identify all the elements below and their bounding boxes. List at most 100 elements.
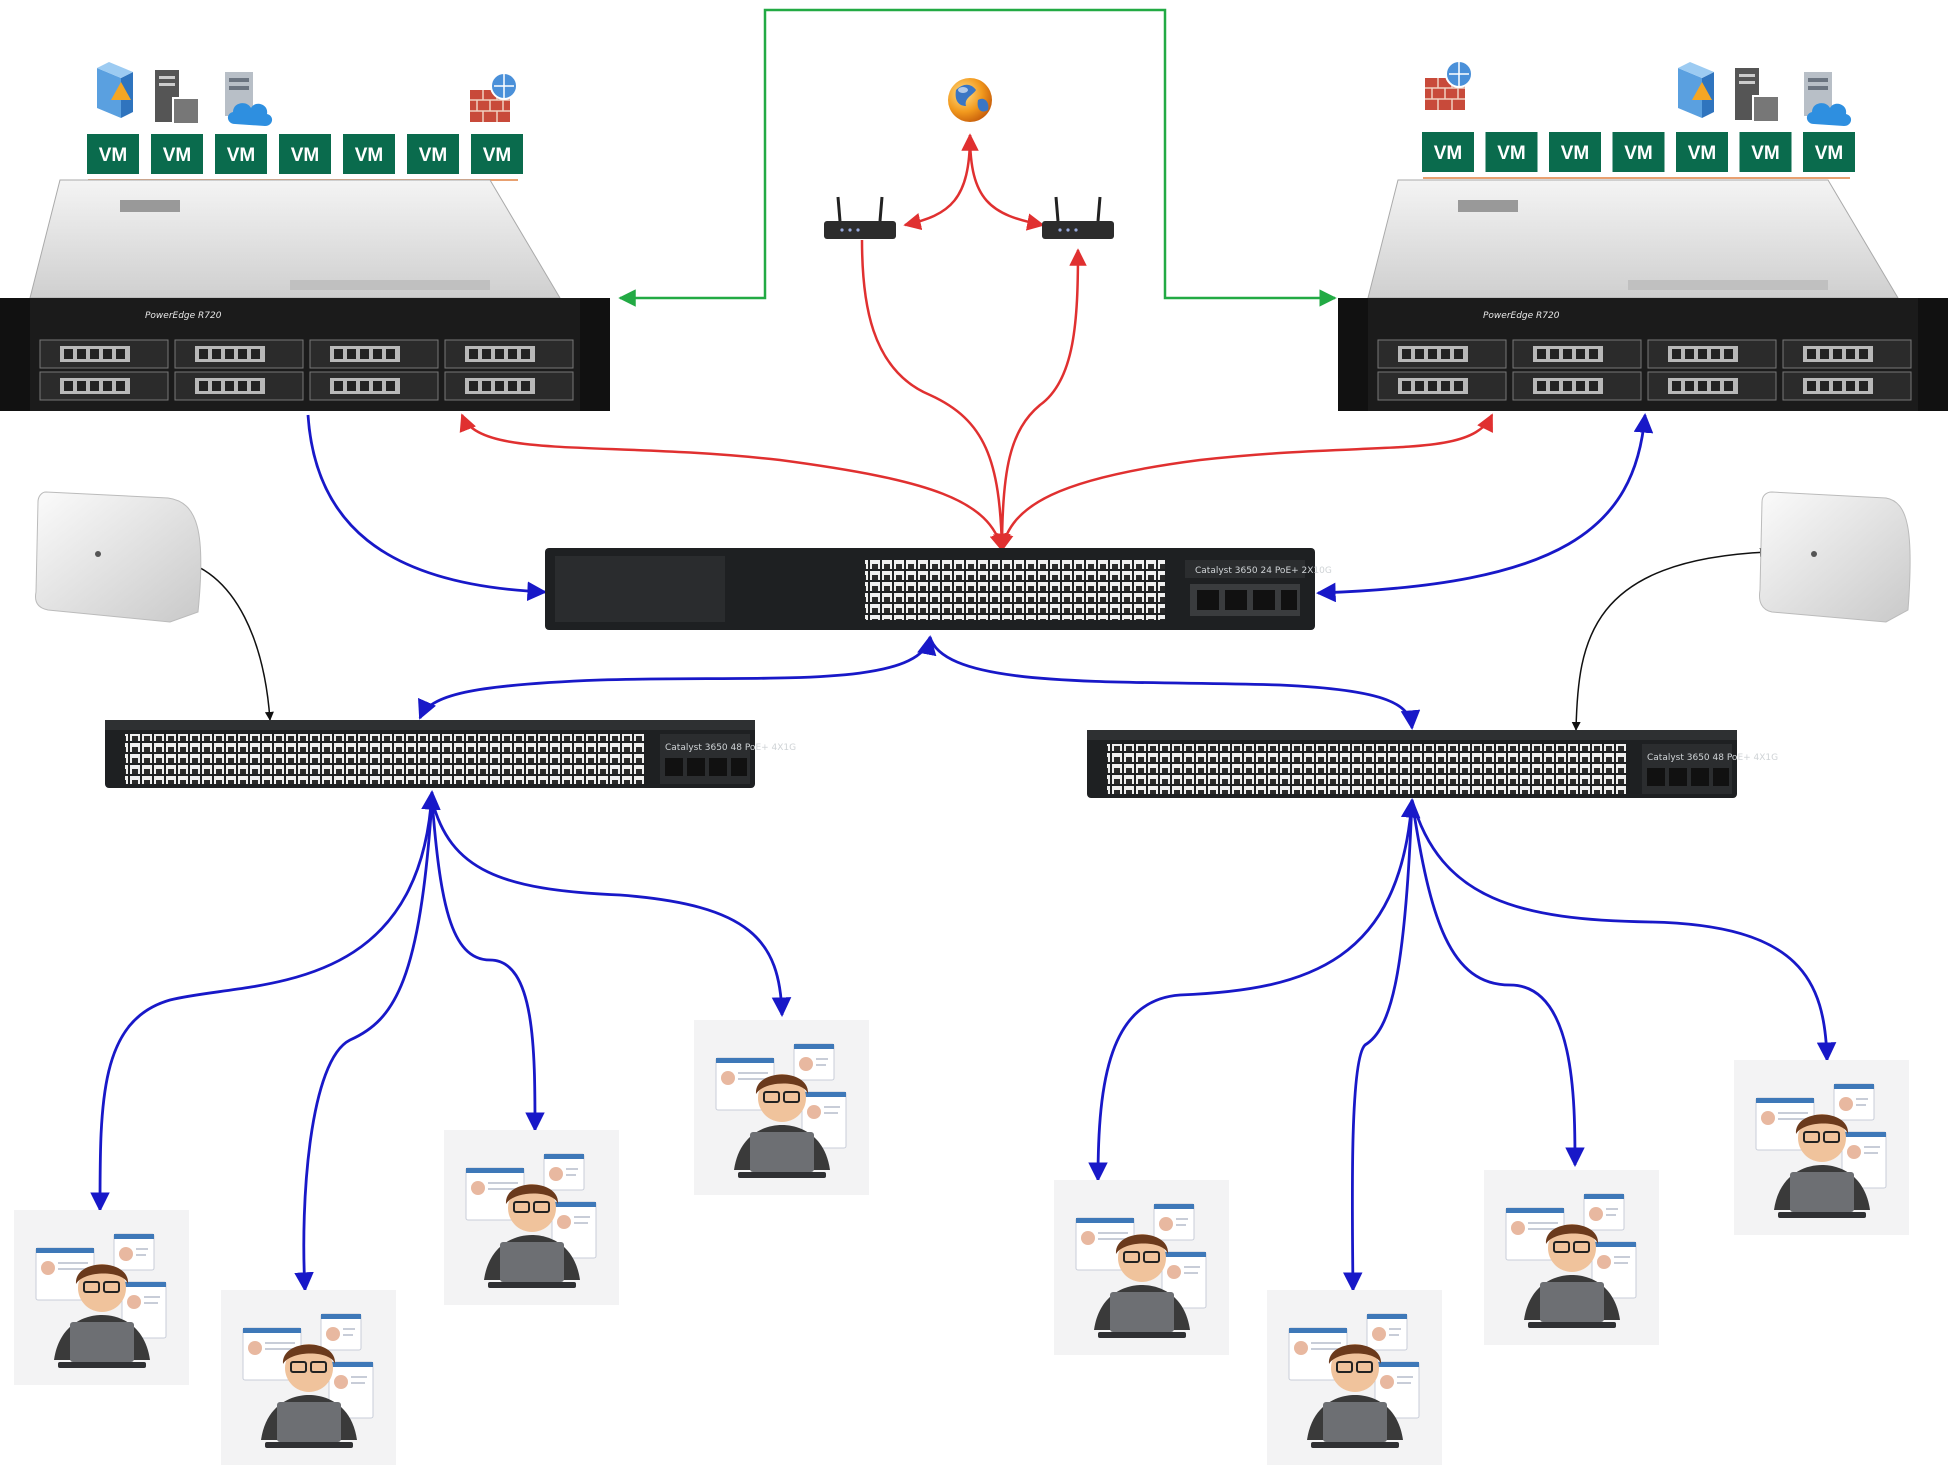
left-access-switch: Catalyst 3650 48 PoE+ 4X1G [105,720,796,788]
red-link-right-server-to-core [996,413,1494,552]
links [90,8,1837,1292]
user-laptop-icon [1054,1180,1229,1355]
core-switch-model: Catalyst 3650 24 PoE+ 2X10G [1195,566,1332,576]
link-right-access-to-user-3 [1410,799,1585,1167]
user-endpoints [14,1020,1909,1465]
right-server-model: PowerEdge R720 [1483,311,1560,321]
link-right-access-to-user-1 [1088,798,1421,1182]
vm-box: VM [1676,132,1728,172]
internet-globe-icon [948,78,992,122]
access-point-icon [1759,491,1911,623]
vm-label: VM [163,145,192,166]
vm-box: VM [1739,132,1792,172]
ap-link-right [1571,547,1769,731]
vm-label: VM [227,145,256,166]
vsphere-icon [97,62,133,118]
vm-label: VM [483,145,512,166]
drive-bay [1647,339,1777,369]
link-right-access-to-user-2 [1343,799,1414,1292]
vm-label: VM [1751,143,1780,164]
vm-label: VM [1624,143,1653,164]
vm-label: VM [419,145,448,166]
link-left-access-to-user-1 [90,790,441,1212]
link-right-access-to-user-4 [1410,799,1837,1062]
vm-box: VM [1803,132,1855,172]
link-left-access-to-user-3 [430,799,545,1132]
vm-label: VM [99,145,128,166]
user-laptop-icon [1734,1060,1909,1235]
right-server-icons [1425,60,1852,126]
link-left-access-to-user-2 [294,799,434,1292]
vm-box: VM [1422,132,1474,172]
drive-bay [444,371,574,401]
user-laptop-icon [444,1130,619,1305]
red-link-left-server-to-core [459,413,1007,552]
core-switch: Catalyst 3650 24 PoE+ 2X10G [545,548,1332,630]
vm-box: VM [151,134,203,174]
vm-label: VM [291,145,320,166]
vm-box: VM [1485,132,1538,172]
blue-link-left-server-to-core [306,414,547,602]
vm-label: VM [1434,143,1463,164]
green-link-right-arrow [1163,230,1337,307]
drive-bay [1782,339,1912,369]
right-access-switch: Catalyst 3650 48 PoE+ 4X1G [1087,730,1778,798]
vm-box: VM [343,134,395,174]
access-point-icon [35,491,202,623]
left-server-icons [97,62,518,126]
vm-box: VM [1549,132,1601,172]
drive-bay [309,371,439,401]
drive-bay [39,339,169,369]
drive-bay [1512,339,1642,369]
drive-bay [174,371,304,401]
vm-box: VM [471,134,523,174]
drive-bay [1377,371,1507,401]
router-icon [824,196,896,239]
red-link-router-left-to-core [860,239,1011,552]
vm-box: VM [87,134,139,174]
left-server: PowerEdge R720 [0,179,610,411]
server-tower-icon [155,70,200,125]
red-link-router-left-to-internet [903,133,979,231]
right-server: PowerEdge R720 [1338,179,1948,411]
vm-box: VM [279,134,331,174]
drive-bay [1377,339,1507,369]
drive-bay [1647,371,1777,401]
user-laptop-icon [694,1020,869,1195]
blue-link-core-to-right-access [928,636,1421,730]
drive-bay [1782,371,1912,401]
vm-label: VM [1497,143,1526,164]
right-server-drive-bays [1377,339,1912,401]
drive-bay [444,339,574,369]
drive-bay [309,339,439,369]
red-link-router-right-to-core [993,248,1087,552]
vm-box: VM [1612,132,1665,172]
vm-box: VM [215,134,267,174]
blue-link-core-to-left-access [418,635,937,720]
vm-label: VM [1815,143,1844,164]
drive-bay [1512,371,1642,401]
user-laptop-icon [221,1290,396,1465]
left-vm-row: VM VM VM VM VM VM VM [87,134,523,174]
cloud-server-icon [1804,72,1852,126]
right-access-switch-model: Catalyst 3650 48 PoE+ 4X1G [1647,753,1778,763]
left-server-drive-bays [39,339,574,401]
user-laptop-icon [14,1210,189,1385]
firewall-globe-icon [470,72,518,122]
user-laptop-icon [1267,1290,1442,1465]
cloud-server-icon [225,72,273,126]
user-laptop-icon [1484,1170,1659,1345]
drive-bay [39,371,169,401]
red-link-router-right-to-internet [968,134,1045,231]
drive-bay [174,339,304,369]
server-tower-icon [1735,68,1780,123]
left-access-switch-model: Catalyst 3650 48 PoE+ 4X1G [665,743,796,753]
green-link-left-arrow [618,230,767,307]
right-vm-row: VM VM VM VM VM VM VM [1422,132,1855,172]
router-icon [1042,196,1114,239]
left-server-model: PowerEdge R720 [145,311,222,321]
vm-label: VM [355,145,384,166]
link-left-access-to-user-4 [430,799,792,1017]
blue-link-right-server-to-core [1316,413,1654,603]
